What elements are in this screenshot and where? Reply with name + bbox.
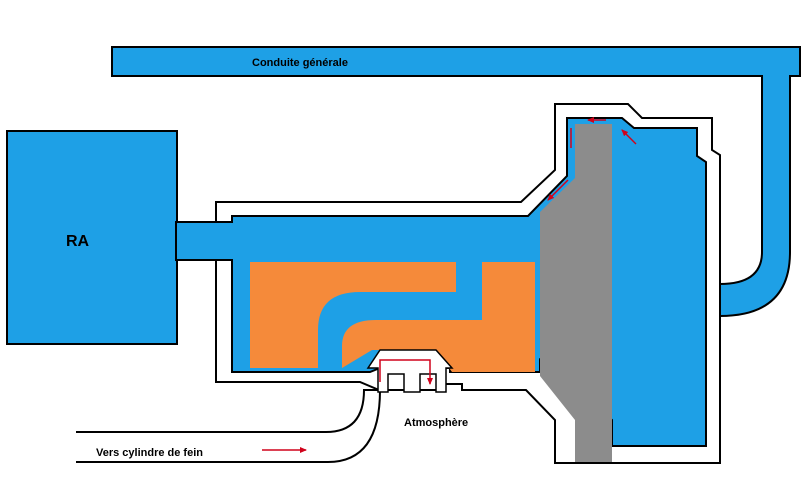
piston <box>250 262 535 372</box>
flow-arrow-exhaust <box>379 359 433 385</box>
reservoir-label: RA <box>66 233 90 250</box>
general-pipe <box>111 46 801 317</box>
flow-arrow-diagonal-right <box>621 129 637 145</box>
atmosphere-label: Atmosphère <box>404 417 468 429</box>
diaphragm <box>540 124 612 462</box>
flow-arrows <box>262 117 637 453</box>
brake-cylinder-label: Vers cylindre de fein <box>96 447 203 459</box>
auxiliary-reservoir: RA <box>6 130 178 345</box>
flow-arrow-diagonal-left <box>547 179 569 201</box>
general-pipe-label: Conduite générale <box>252 57 348 69</box>
